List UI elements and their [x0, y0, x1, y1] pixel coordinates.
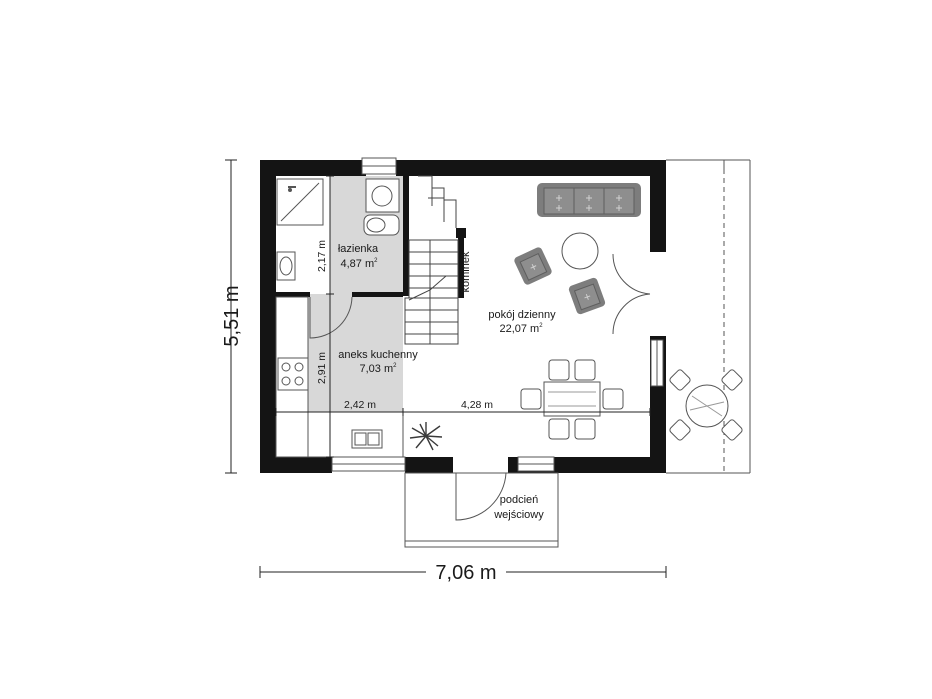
armchair [568, 277, 606, 315]
terrace [666, 159, 751, 474]
dim-living-width: 4,28 m [461, 399, 493, 411]
width-label-bg [426, 560, 506, 584]
coffee-table [561, 232, 599, 270]
staircase [404, 175, 459, 345]
dining-set [520, 359, 624, 440]
interior-walls [276, 176, 466, 298]
bathroom-fixtures [276, 178, 400, 281]
porch-label-line2: wejściowy [493, 509, 544, 521]
bathroom-area: 4,87 m2 [341, 258, 379, 270]
doors [309, 253, 651, 521]
kitchen-floor [308, 294, 403, 412]
sofa-tufts [556, 195, 622, 211]
entrance-porch [404, 472, 559, 548]
cooktop [277, 357, 309, 391]
dim-kitchen-height: 2,91 m [316, 352, 328, 384]
kitchen-area: 7,03 m2 [360, 363, 398, 375]
shower-icon [288, 186, 296, 192]
porch-label-line1: podcień [500, 494, 539, 506]
plant-icon [409, 422, 443, 451]
armchair [514, 247, 552, 285]
bathroom-name: łazienka [338, 243, 379, 255]
dim-kitchen-width: 2,42 m [344, 399, 376, 411]
dim-bath-height: 2,17 m [316, 240, 328, 272]
kitchen-fixtures [275, 296, 404, 458]
terrace-chairs [669, 369, 743, 441]
living-name: pokój dzienny [488, 309, 556, 321]
overall-width-label: 7,06 m [435, 562, 496, 584]
overall-depth-label: 5,51 m [221, 285, 243, 346]
kitchen-name: aneks kuchenny [338, 349, 418, 361]
living-area: 22,07 m2 [499, 323, 543, 335]
fireplace-label: kominek [460, 251, 472, 292]
